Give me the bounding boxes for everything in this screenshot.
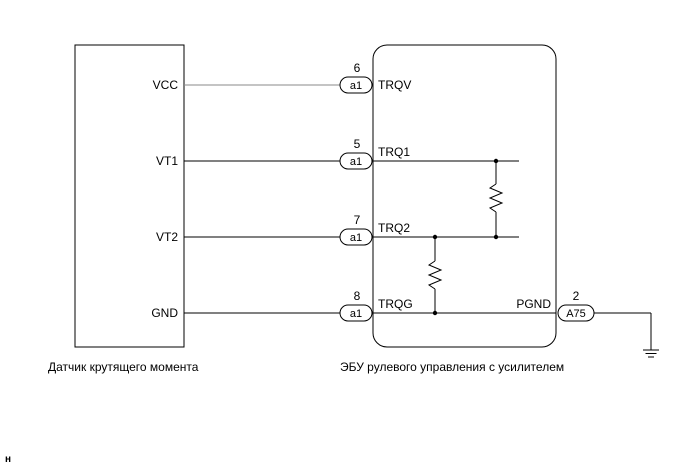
connector-code: A75 [566,308,586,320]
connector-a75-pin2: A75 2 [557,289,595,322]
connector-a1-pin5: a1 5 [339,137,373,170]
resistor-trq2-trqg [427,234,443,316]
sensor-pin-vt1: VT1 [156,154,178,168]
connector-code: a1 [350,80,362,92]
sensor-pin-vt2: VT2 [156,230,178,244]
torque-sensor-box [74,44,185,348]
connector-code: a1 [350,232,362,244]
ecu-terminal-trqv: TRQV [378,78,411,92]
ground-symbol [594,312,659,358]
connector-pin-number: 5 [354,137,361,151]
connector-pin-number: 8 [354,289,361,303]
connector-pin-number: 7 [354,213,361,227]
ecu-terminal-trq2: TRQ2 [378,221,410,235]
sensor-pin-gnd: GND [151,306,178,320]
connector-a1-pin6: a1 6 [339,61,373,94]
connector-a1-pin8: a1 8 [339,289,373,322]
connector-code: a1 [350,156,362,168]
eps-ecu-box [372,44,557,348]
connector-a1-pin7: a1 7 [339,213,373,246]
torque-sensor-caption: Датчик крутящего момента [48,360,199,374]
connector-pin-number: 6 [354,61,361,75]
resistor-trq1-trq2 [488,158,504,240]
corner-mark: н [5,454,11,465]
ecu-terminal-trqg: TRQG [378,297,413,311]
ecu-caption: ЭБУ рулевого управления с усилителем [340,360,564,374]
sensor-pin-vcc: VCC [153,78,179,92]
connector-code: a1 [350,308,362,320]
ecu-terminal-pgnd: PGND [516,297,551,311]
connector-pin-number: 2 [573,289,580,303]
ecu-terminal-trq1: TRQ1 [378,145,410,159]
